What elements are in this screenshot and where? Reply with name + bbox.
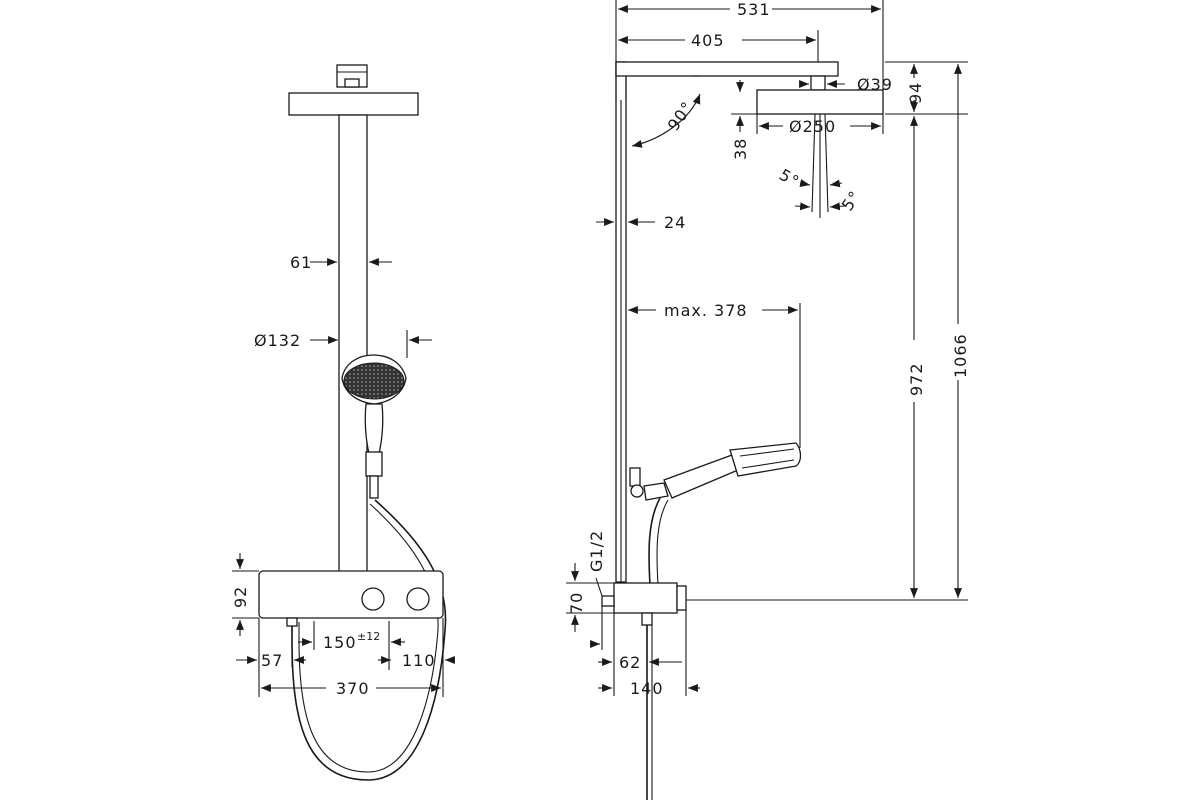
side-head-connector <box>810 75 826 91</box>
dim-side-outlet-offset: 62 <box>619 653 641 672</box>
dim-side-connector-diameter: Ø39 <box>857 75 893 94</box>
dim-front-valve-spacing: 150 <box>323 633 357 652</box>
side-view: 531 405 Ø39 94 Ø250 38 90° <box>566 0 970 800</box>
front-view: 61 Ø132 92 150 ±12 57 110 370 <box>231 64 455 781</box>
dim-side-pipe-width: 24 <box>664 213 686 232</box>
front-valve-right <box>406 587 430 611</box>
dim-side-wall-distance: 70 <box>567 592 586 614</box>
side-hand-shower <box>629 442 802 501</box>
front-valve-left <box>361 587 385 611</box>
side-mixer <box>613 582 678 614</box>
side-overhead-shower <box>756 89 884 115</box>
side-valve-knob <box>676 585 687 611</box>
dim-side-total-projection: 531 <box>737 0 771 19</box>
dim-front-pipe-width: 61 <box>290 253 312 272</box>
front-pipe <box>338 114 368 573</box>
side-arm <box>615 61 839 77</box>
dim-side-hose-reach: max. 378 <box>664 301 748 320</box>
dim-side-tilt-left: 5° <box>776 165 803 192</box>
dim-side-arm-angle: 90° <box>664 98 698 135</box>
dim-front-hand-shower-diameter: Ø132 <box>254 331 301 350</box>
dim-side-total-height: 1066 <box>951 333 970 378</box>
dim-front-valve-spacing-tolerance: ±12 <box>357 630 380 643</box>
front-overhead-shower <box>288 92 419 116</box>
dim-front-outlet-offset-left: 57 <box>261 651 283 670</box>
front-hand-shower <box>341 354 407 499</box>
dim-side-head-thickness: 94 <box>906 82 925 104</box>
dim-front-thermostat-height: 92 <box>231 586 250 608</box>
dim-side-head-offset: 38 <box>731 138 750 160</box>
dim-side-thread: G1/2 <box>587 530 606 572</box>
dim-side-tilt-right: 5° <box>838 187 865 214</box>
dim-side-head-height: 972 <box>907 362 926 396</box>
dim-front-outlet-offset-right: 110 <box>402 651 436 670</box>
side-hose <box>648 497 661 586</box>
front-thermostat <box>258 570 444 619</box>
dim-front-total-width: 370 <box>336 679 370 698</box>
dim-side-mixer-depth: 140 <box>630 679 664 698</box>
front-hose <box>291 499 447 781</box>
dim-side-head-diameter: Ø250 <box>789 117 836 136</box>
dim-side-arm-projection: 405 <box>691 31 725 50</box>
